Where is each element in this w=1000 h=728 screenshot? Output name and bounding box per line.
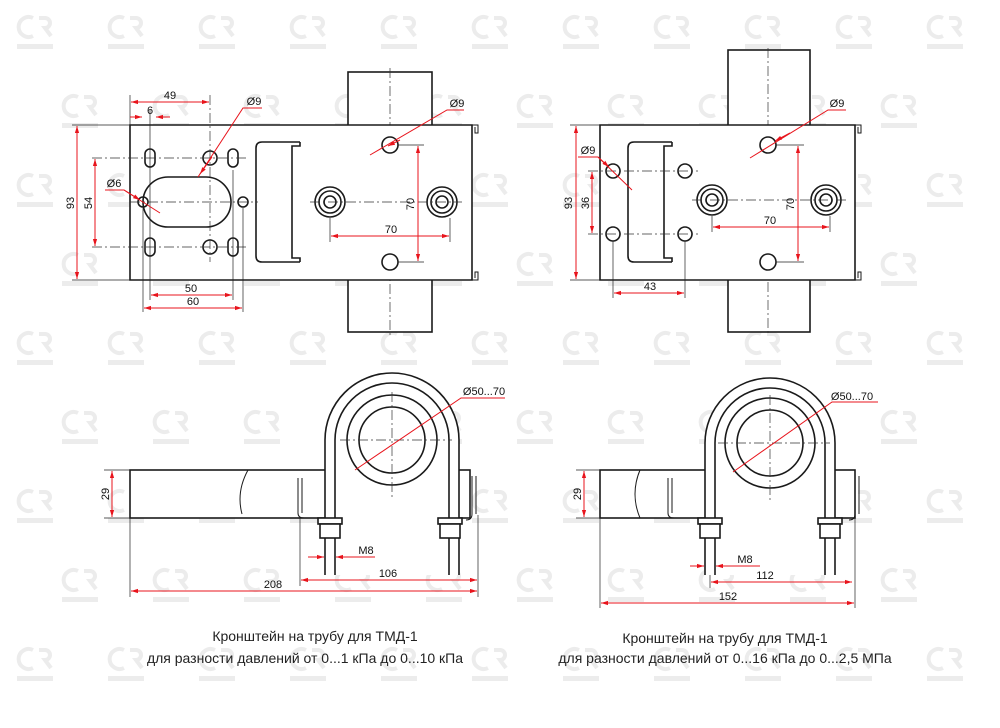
left-caption-line1: Кронштейн на трубу для ТМД-1 — [212, 628, 418, 644]
watermark-logo — [16, 331, 53, 365]
watermark-logo — [380, 331, 417, 365]
watermark-logo — [198, 647, 235, 681]
dim-112: 112 — [756, 570, 774, 582]
right-caption-line1: Кронштейн на трубу для ТМД-1 — [622, 630, 828, 646]
watermark-logo — [835, 331, 872, 365]
watermark-logo — [744, 647, 781, 681]
dim-29: 29 — [100, 488, 112, 500]
left-top-view: 49 6 Ø9 Ø6 Ø9 93 54 50 60 70 70 — [65, 68, 479, 336]
dim-hole-d6: Ø6 — [107, 178, 122, 190]
dim-54: 54 — [83, 197, 95, 209]
watermark-logo — [562, 331, 599, 365]
watermark-logo — [107, 647, 144, 681]
dim-208: 208 — [264, 579, 282, 591]
right-caption-line2: для разности давлений от 0...16 кПа до 0… — [558, 650, 892, 666]
watermark-logo — [926, 647, 963, 681]
dim-pipe-hole-d9: Ø9 — [450, 98, 465, 110]
watermark-logo — [607, 94, 644, 128]
watermark-logo — [16, 647, 53, 681]
bracket-plate — [129, 124, 473, 281]
right-top-view: Ø9 Ø9 93 36 43 70 70 — [563, 48, 862, 336]
left-caption-line2: для разности давлений от 0...1 кПа до 0.… — [146, 650, 464, 666]
watermark-logo — [16, 15, 53, 49]
dim-49: 49 — [164, 90, 176, 102]
watermark-logo — [926, 489, 963, 523]
watermark-logo — [16, 173, 53, 207]
watermark-logo — [653, 15, 690, 49]
watermark-logo — [61, 410, 98, 444]
watermark-logo — [107, 15, 144, 49]
dim-29: 29 — [572, 488, 584, 500]
watermark-logo — [562, 489, 599, 523]
dim-hole-d9: Ø9 — [247, 96, 262, 108]
watermark-logo — [516, 410, 553, 444]
dim-pipe-diameter: Ø50...70 — [463, 386, 505, 398]
watermark-logo — [471, 15, 508, 49]
watermark-logo — [516, 252, 553, 286]
watermark-logo — [198, 15, 235, 49]
dim-70-horizontal: 70 — [385, 224, 397, 236]
right-side-view: Ø50...70 29 M8 112 152 — [572, 377, 878, 608]
watermark-logo — [926, 15, 963, 49]
watermark-logo — [107, 331, 144, 365]
dim-hole-d9: Ø9 — [581, 145, 596, 157]
watermark-logo — [61, 252, 98, 286]
watermark-logo — [471, 647, 508, 681]
watermark-logo — [471, 331, 508, 365]
dim-thread-m8: M8 — [737, 554, 752, 566]
watermark-logo — [653, 647, 690, 681]
left-side-view: Ø50...70 29 M8 106 208 — [100, 372, 505, 597]
watermark-logo — [880, 410, 917, 444]
watermark-logo — [926, 331, 963, 365]
watermark-logo — [152, 568, 189, 602]
watermark-logo — [653, 331, 690, 365]
dim-pipe-hole-d9: Ø9 — [830, 98, 845, 110]
dim-70-horizontal: 70 — [764, 215, 776, 227]
dim-93: 93 — [563, 197, 575, 209]
dim-152: 152 — [719, 591, 737, 603]
dim-36: 36 — [580, 197, 592, 209]
dim-93: 93 — [65, 197, 77, 209]
watermark-logo — [835, 647, 872, 681]
dim-50: 50 — [185, 283, 197, 295]
dim-43: 43 — [644, 281, 656, 293]
watermark-logo — [744, 331, 781, 365]
watermark-logo — [471, 489, 508, 523]
watermark-logo — [516, 568, 553, 602]
watermark-logo — [380, 15, 417, 49]
dim-70-vertical: 70 — [785, 198, 797, 210]
watermark-logo — [380, 647, 417, 681]
watermark-logo — [880, 568, 917, 602]
watermark-logo — [243, 410, 280, 444]
watermark-logo — [880, 94, 917, 128]
watermark-logo — [562, 647, 599, 681]
watermark-logo — [289, 647, 326, 681]
watermark-logo — [835, 15, 872, 49]
watermark-logo — [61, 568, 98, 602]
watermark-logo — [926, 173, 963, 207]
watermark-logo — [744, 15, 781, 49]
dim-106: 106 — [379, 568, 397, 580]
dim-6: 6 — [147, 105, 153, 117]
watermark-logo — [607, 568, 644, 602]
watermark-logo — [471, 173, 508, 207]
watermark-logo — [880, 252, 917, 286]
watermark-logo — [16, 489, 53, 523]
watermark-logo — [152, 410, 189, 444]
watermark-logo — [289, 15, 326, 49]
dim-70-vertical: 70 — [405, 198, 417, 210]
dim-pipe-diameter: Ø50...70 — [831, 391, 873, 403]
watermark-logo — [562, 15, 599, 49]
watermark-logo — [516, 94, 553, 128]
watermark-logo — [198, 331, 235, 365]
watermark-logo — [289, 331, 326, 365]
watermark-logo — [607, 410, 644, 444]
dim-60: 60 — [187, 296, 199, 308]
watermark-logo — [61, 94, 98, 128]
dim-thread-m8: M8 — [358, 545, 373, 557]
